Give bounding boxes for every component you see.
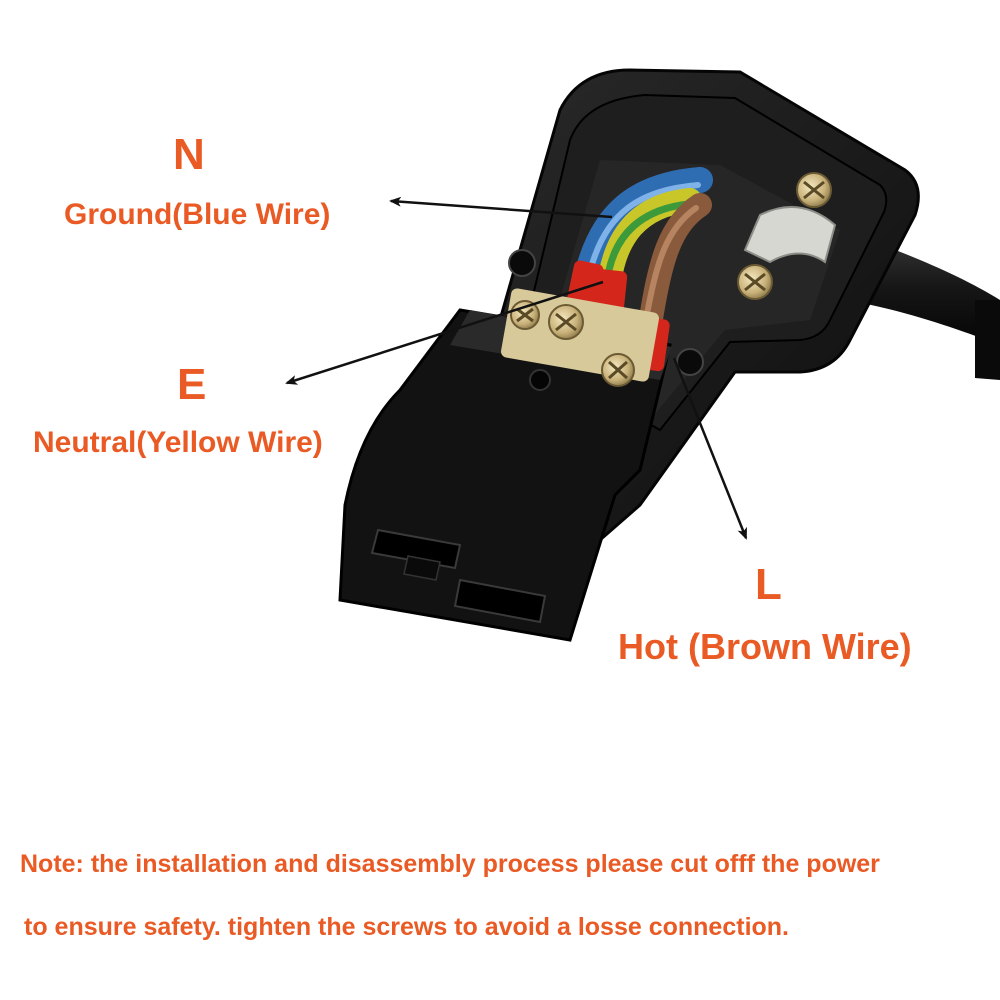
clamp-screw-bottom-slot xyxy=(744,272,766,292)
socket-slot-bottom xyxy=(453,578,547,624)
blue-wire-highlight xyxy=(585,182,701,283)
socket-slot-top xyxy=(370,528,462,570)
mounting-hole-right xyxy=(676,348,704,376)
terminal-screw-left-slot xyxy=(516,307,534,323)
note-line-2: to ensure safety. tighten the screws to … xyxy=(24,913,790,941)
socket-slot-mid xyxy=(403,555,441,581)
note-line-1: Note: the installation and disassembly p… xyxy=(20,850,880,878)
label-n-letter: N xyxy=(173,130,205,179)
terminal-screw-right-slot xyxy=(608,360,628,380)
cable-clamp xyxy=(743,206,837,264)
arrow-ground xyxy=(389,196,613,219)
clamp-screw-top-slot xyxy=(803,180,825,200)
socket-center-hole xyxy=(529,369,551,391)
label-e-letter: E xyxy=(177,360,207,409)
arrow-neutral xyxy=(285,280,604,385)
brown-wire-highlight xyxy=(643,205,699,323)
terminal-screw-center-slot xyxy=(555,312,577,332)
label-e-description: Neutral(Yellow Wire) xyxy=(33,426,323,459)
label-l-letter: L xyxy=(755,560,782,609)
power-cable-tail xyxy=(975,300,1000,380)
mounting-hole-left xyxy=(508,249,536,277)
label-l-description: Hot (Brown Wire) xyxy=(618,626,912,667)
arrow-hot xyxy=(672,357,748,540)
label-n-description: Ground(Blue Wire) xyxy=(64,198,331,231)
